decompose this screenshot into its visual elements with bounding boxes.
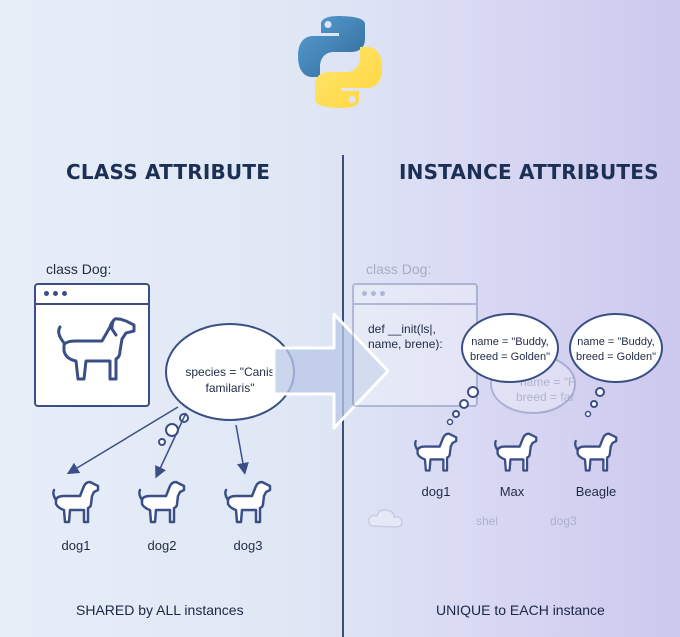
- class-window: [34, 283, 150, 407]
- instance-label: dog1: [61, 538, 91, 553]
- dog-icon: [494, 432, 538, 472]
- instance-label: Beagle: [575, 484, 617, 499]
- instance-label: dog1: [421, 484, 451, 499]
- shared-arrows: [66, 406, 249, 479]
- window-dot: [44, 291, 49, 296]
- transition-arrow: [272, 312, 390, 430]
- init-line1: def __init(ls|,: [368, 322, 436, 336]
- ghost-dog3-text: dog3: [550, 514, 577, 528]
- instance-attr-text-line2: breed = Golden": [469, 351, 551, 363]
- instance-attributes-title: INSTANCE ATTRIBUTES: [399, 160, 659, 184]
- init-line2: name, brene):: [368, 337, 443, 351]
- ghost-text-line2: breed = far: [516, 390, 575, 404]
- dog-icon: [57, 317, 136, 381]
- ghost-shel-text: shel: [476, 514, 499, 528]
- window-dot: [62, 291, 67, 296]
- instance-attr-text-line1: name = "Buddy,: [577, 336, 655, 348]
- unique-footer: UNIQUE to EACH instance: [436, 602, 605, 618]
- instance-label: Max: [499, 484, 525, 499]
- class-dog-label: class Dog:: [46, 261, 112, 277]
- window-titlebar: [36, 285, 148, 305]
- instance-label: dog2: [147, 538, 177, 553]
- instance-label: dog3: [233, 538, 263, 553]
- species-text-line1: species = "Canis: [185, 365, 275, 379]
- dog-icon: [414, 432, 458, 472]
- ghost-cloud-icon: [368, 509, 403, 528]
- dog-icon: [574, 432, 618, 472]
- instance-thought-bubble-2: [569, 313, 663, 418]
- window-dot: [53, 291, 58, 296]
- instance-attr-text-line2: breed = Golden": [575, 351, 657, 363]
- instance-thought-bubble-1: [446, 313, 559, 426]
- window-dot: [371, 291, 376, 296]
- class-dog-label-faded: class Dog:: [366, 261, 432, 277]
- python-logo: [298, 16, 382, 108]
- window-titlebar: [354, 285, 476, 305]
- dog-icon: [224, 480, 272, 524]
- shared-footer: SHARED by ALL instances: [76, 602, 244, 618]
- window-dot: [380, 291, 385, 296]
- class-attribute-title: CLASS ATTRIBUTE: [66, 160, 271, 184]
- class-window-faded: [352, 283, 478, 407]
- window-dot: [362, 291, 367, 296]
- shared-thought-bubble: [158, 323, 295, 446]
- instance-attr-text-line1: name = "Buddy,: [471, 336, 549, 348]
- dog-icon: [138, 480, 186, 524]
- dog-icon: [52, 480, 100, 524]
- species-text-line2: famil­aris": [205, 381, 255, 395]
